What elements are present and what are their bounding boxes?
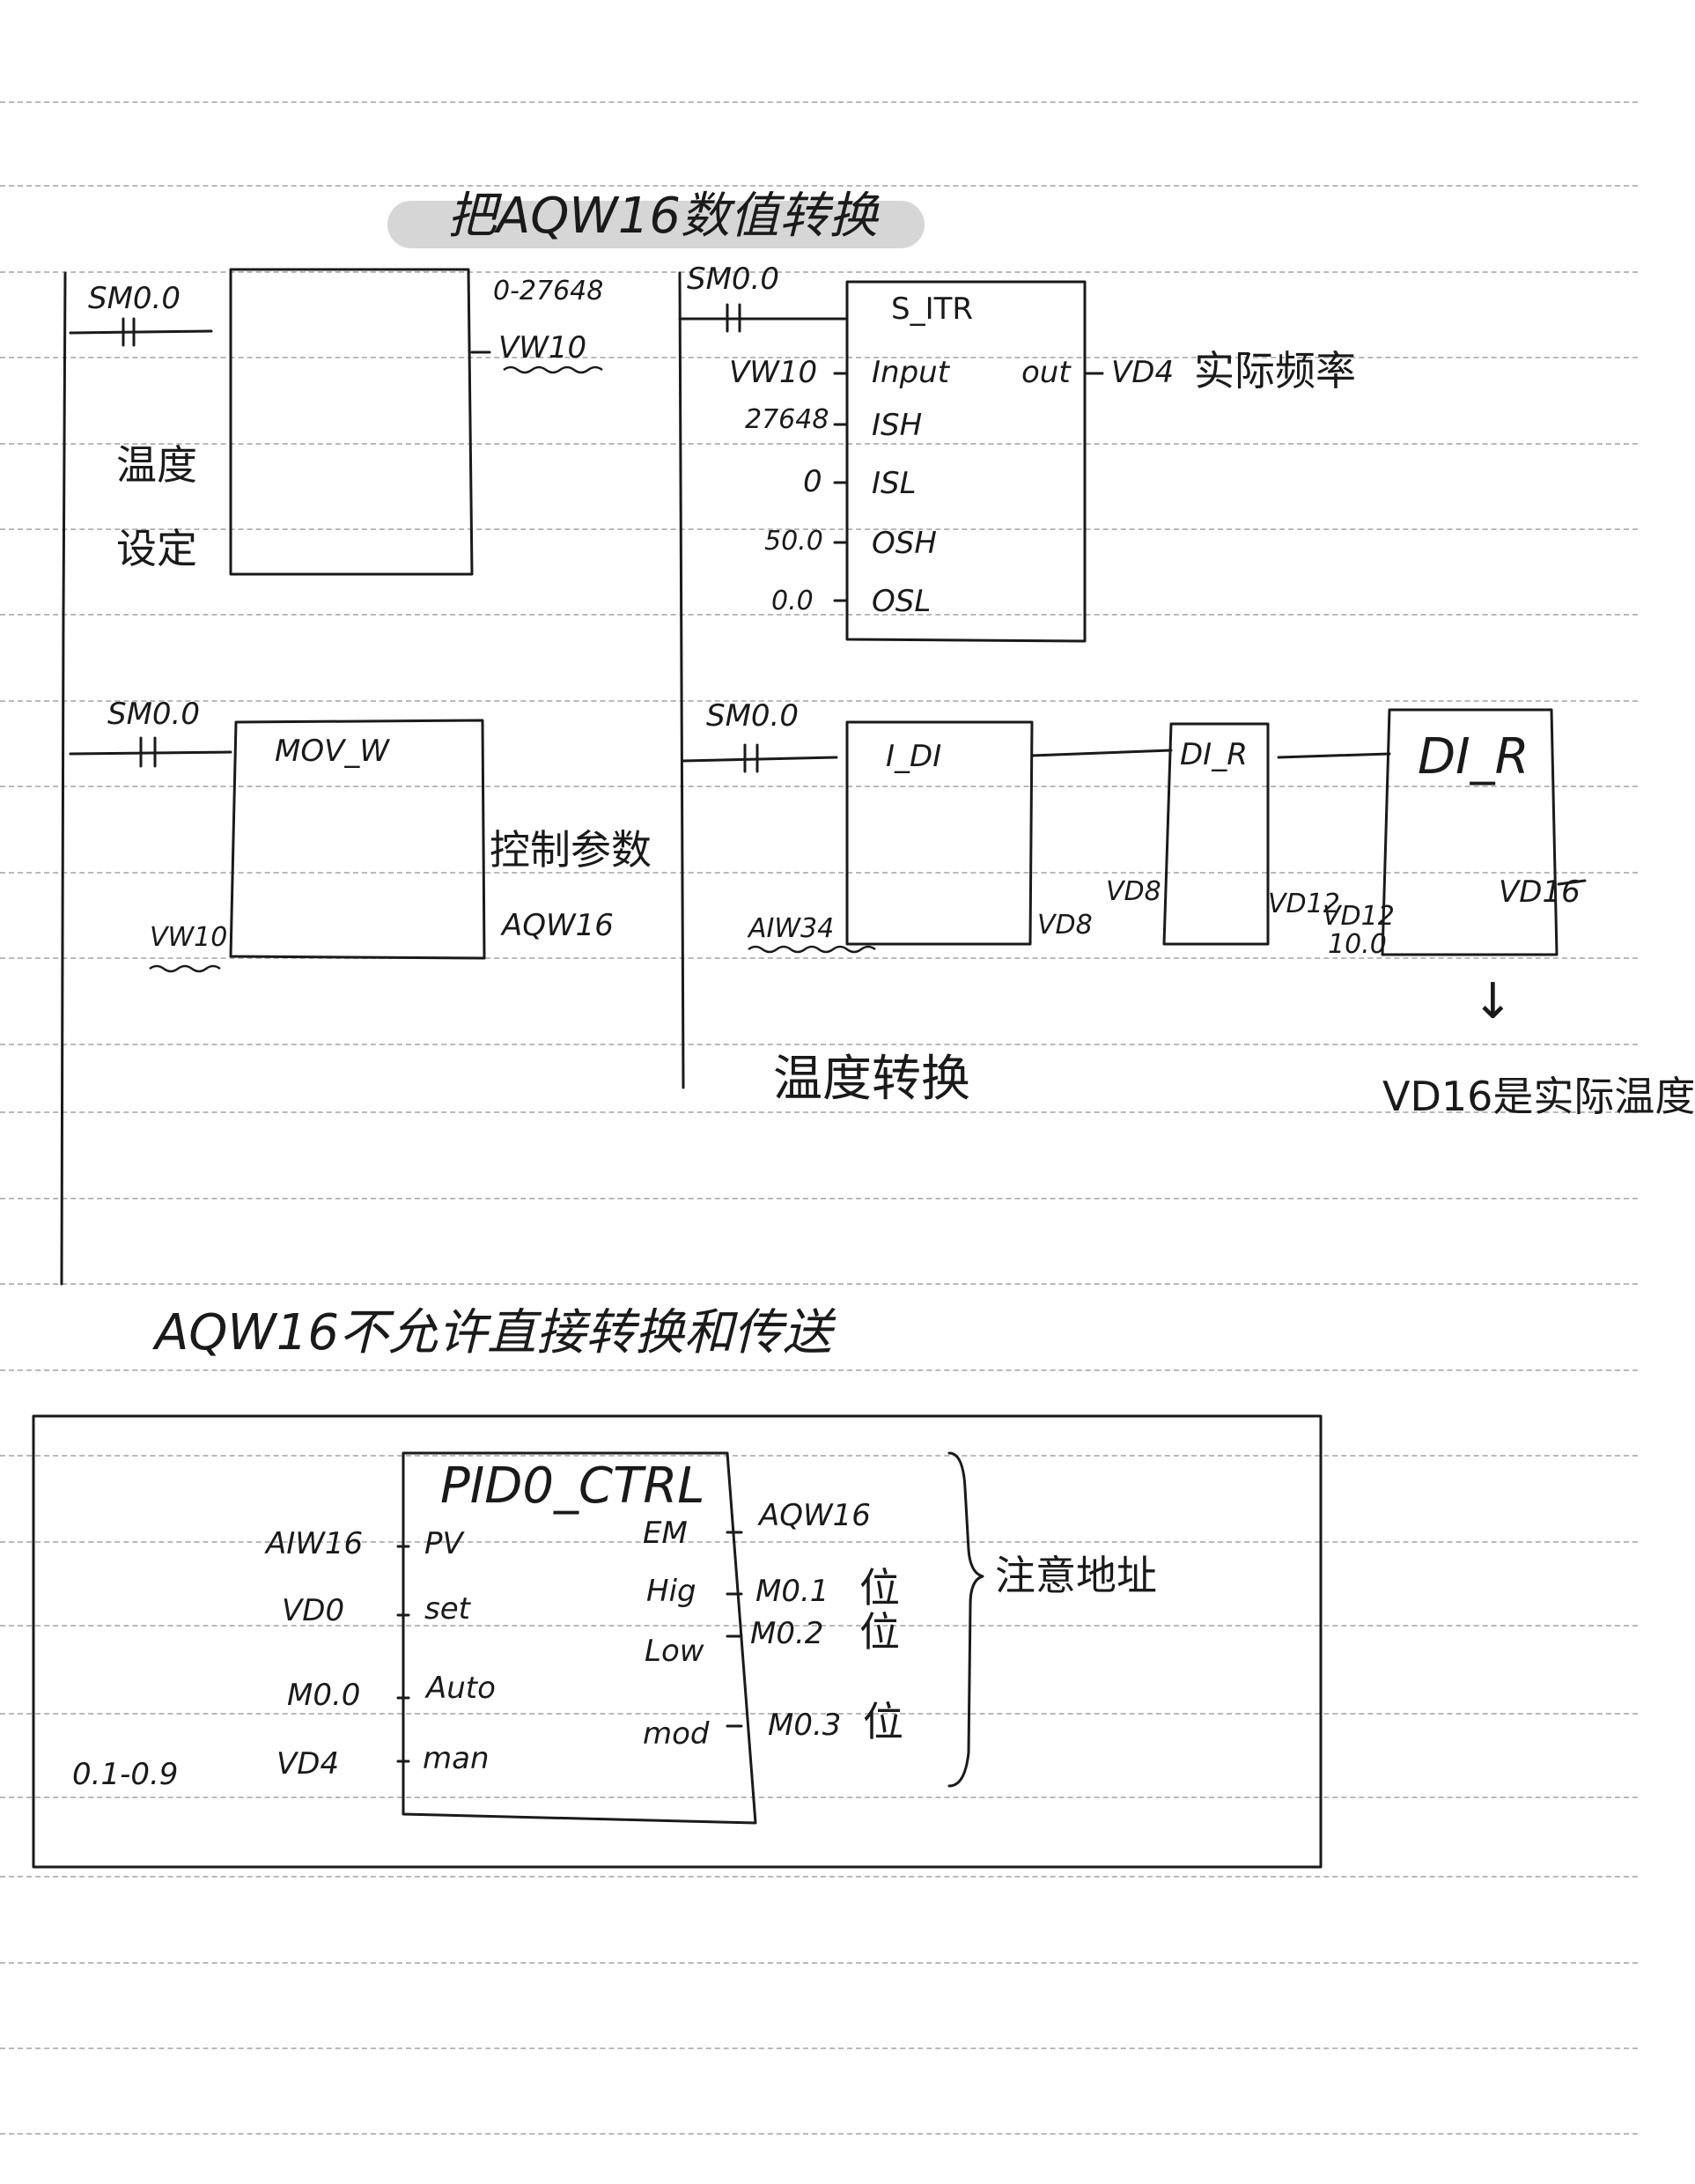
rung4-block2-title: DI_R bbox=[1180, 737, 1248, 772]
rung2-pin-ish: ISH bbox=[872, 408, 923, 443]
rung1-note-line1: 温度 bbox=[116, 441, 197, 489]
pid-pin-em: EM bbox=[643, 1516, 688, 1551]
pid-pin-man: man bbox=[423, 1741, 490, 1776]
rung4-result-note: VD16是实际温度 bbox=[1382, 1073, 1695, 1120]
rung3-input: VW10 bbox=[150, 922, 228, 953]
pid-mod-bit: 位 bbox=[863, 1698, 903, 1745]
rung4-contact-label: SM0.0 bbox=[706, 698, 799, 734]
rung2-pin-osl: OSL bbox=[872, 584, 932, 619]
rung2-isl-value: 0 bbox=[803, 464, 822, 499]
rung4-wire-a bbox=[682, 756, 838, 763]
rung4-wire-c bbox=[1277, 752, 1391, 759]
pid-man-range: 0.1-0.9 bbox=[72, 1757, 179, 1792]
rung4-block2 bbox=[1162, 722, 1270, 946]
rung4-block3 bbox=[1381, 708, 1559, 956]
rung4-out3: VD16 bbox=[1499, 874, 1581, 910]
pid-output-hig: M0.1 bbox=[755, 1574, 829, 1609]
pid-input-man: VD4 bbox=[276, 1746, 340, 1782]
rung2-pin-osh: OSH bbox=[872, 526, 937, 561]
rung4-block1-title: I_DI bbox=[886, 739, 942, 774]
title-highlight bbox=[387, 201, 925, 248]
middle-title: AQW16不允许直接转换和传送 bbox=[155, 1304, 833, 1361]
rung1-wire bbox=[69, 329, 213, 335]
rung2-block bbox=[845, 280, 1087, 643]
rung1-output-squiggle bbox=[503, 365, 603, 374]
rung4-in3a: VD12 bbox=[1323, 901, 1395, 932]
rung2-osl-value: 0.0 bbox=[771, 586, 814, 616]
rung3-contact bbox=[139, 736, 157, 768]
pid-output-em: AQW16 bbox=[759, 1498, 871, 1533]
rung4-contact bbox=[743, 743, 759, 773]
rung4-input: AIW34 bbox=[748, 913, 835, 944]
middle-power-rail bbox=[678, 271, 685, 1089]
top-title: 把AQW16数值转换 bbox=[447, 188, 879, 245]
rung1-contact bbox=[122, 317, 136, 347]
pid-pin-low: Low bbox=[645, 1634, 704, 1669]
rung2-pin-input: Input bbox=[872, 355, 950, 390]
rung4-in3b: 10.0 bbox=[1328, 929, 1387, 960]
rung4-down-arrow: ↓ bbox=[1472, 973, 1514, 1030]
rung4-in2: VD8 bbox=[1106, 876, 1161, 907]
rung4-out2: VD12 bbox=[1268, 889, 1340, 919]
rung3-output: AQW16 bbox=[502, 908, 614, 943]
rung2-pins bbox=[833, 372, 1104, 602]
rung2-contact-label: SM0.0 bbox=[687, 262, 779, 297]
rung4-out1: VD8 bbox=[1037, 910, 1093, 941]
left-power-rail bbox=[60, 271, 67, 1286]
rung3-block-title: MOV_W bbox=[275, 734, 389, 769]
pid-output-mod: M0.3 bbox=[768, 1708, 842, 1743]
pid-pin-mod: mod bbox=[643, 1716, 710, 1752]
rung2-block-title: S_ITR bbox=[891, 291, 974, 327]
rung4-out-pin bbox=[1557, 879, 1587, 886]
pid-block-title: PID0_CTRL bbox=[440, 1457, 705, 1515]
rung4-caption: 温度转换 bbox=[773, 1051, 970, 1108]
rung2-osh-value: 50.0 bbox=[764, 526, 823, 557]
rung3-input-squiggle bbox=[149, 964, 221, 973]
pid-pin-hig: Hig bbox=[646, 1574, 696, 1609]
rung4-block3-title: DI_R bbox=[1418, 728, 1529, 786]
rung1-block bbox=[229, 268, 474, 576]
rung2-contact bbox=[726, 303, 741, 333]
pid-output-low: M0.2 bbox=[750, 1616, 824, 1651]
ladder-diagram bbox=[32, 268, 1587, 1869]
rung2-out-note: 实际频率 bbox=[1194, 347, 1356, 395]
pid-input-auto: M0.0 bbox=[287, 1678, 361, 1713]
pid-pin-set: set bbox=[424, 1591, 470, 1627]
rung1-output: VW10 bbox=[498, 330, 587, 365]
pid-input-set: VD0 bbox=[282, 1593, 345, 1628]
rung2-pin-isl: ISL bbox=[872, 466, 917, 501]
rung3-block bbox=[229, 719, 486, 960]
rung2-out-value: VD4 bbox=[1111, 355, 1175, 390]
rung1-range: 0-27648 bbox=[493, 276, 604, 306]
pid-block bbox=[402, 1451, 757, 1825]
pid-hig-bit: 位 bbox=[859, 1564, 900, 1612]
rung3-contact-label: SM0.0 bbox=[107, 697, 200, 732]
rung4-wire-b bbox=[1030, 749, 1173, 757]
pid-pin-auto: Auto bbox=[426, 1671, 496, 1706]
rung3-note: 控制参数 bbox=[490, 826, 652, 874]
rung2-pin-out: out bbox=[1021, 355, 1071, 390]
rung3-wire bbox=[69, 750, 232, 756]
rung2-ish-value: 27648 bbox=[745, 404, 829, 435]
pid-low-bit: 位 bbox=[859, 1608, 900, 1656]
rung4-block1 bbox=[845, 720, 1034, 946]
pid-frame bbox=[32, 1414, 1323, 1869]
rung2-input-value: VW10 bbox=[729, 355, 818, 390]
pid-output-note: 注意地址 bbox=[995, 1552, 1157, 1599]
pid-input-pv: AIW16 bbox=[266, 1526, 364, 1561]
pid-pin-pv: PV bbox=[424, 1526, 463, 1561]
pid-pins bbox=[396, 1531, 743, 1763]
pid-output-brace bbox=[947, 1451, 984, 1788]
rung4-input-squiggle bbox=[748, 945, 876, 954]
rung1-contact-label: SM0.0 bbox=[88, 281, 181, 316]
rung1-note-line2: 设定 bbox=[116, 525, 197, 572]
